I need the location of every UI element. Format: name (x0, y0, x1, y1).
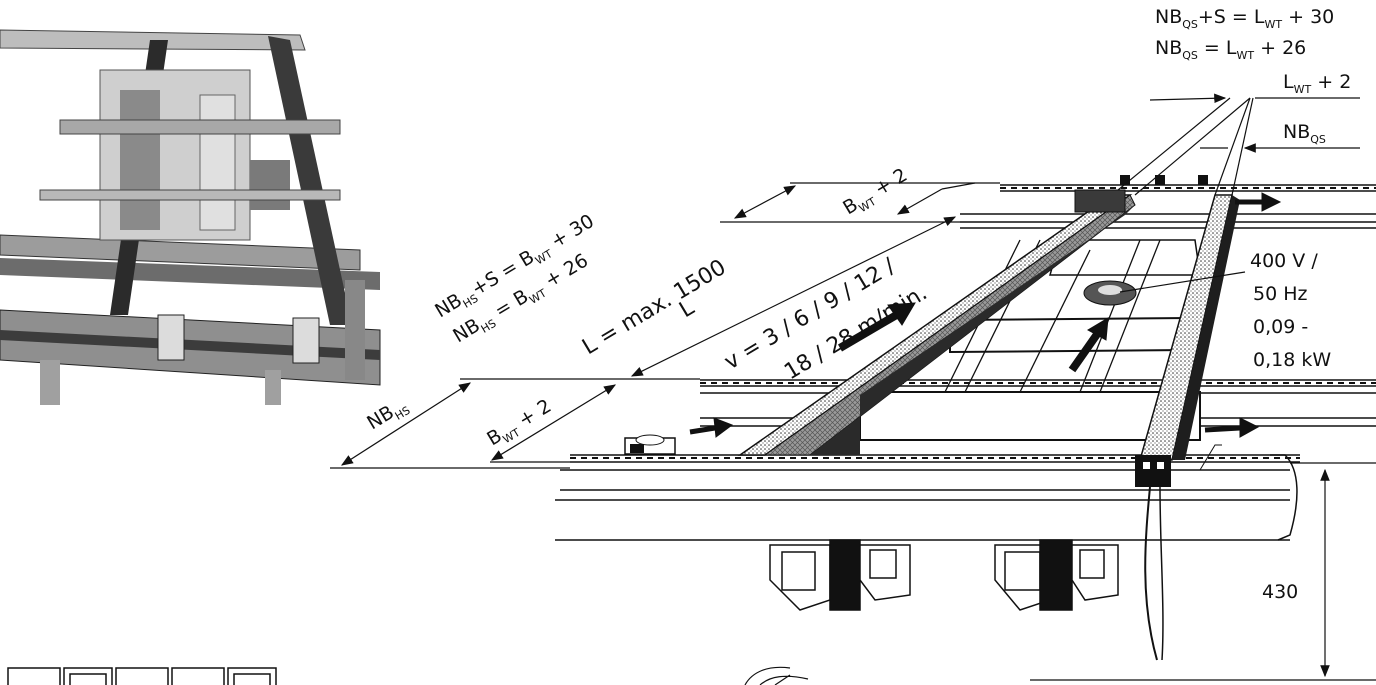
motor-power-max: 0,18 kW (1253, 349, 1331, 371)
length-l: L (675, 295, 699, 323)
length-max: L = max. 1500 (578, 255, 730, 360)
bottom-cable-fragment (744, 666, 809, 685)
label-bwt-plus-2-bottom: BWT + 2 (483, 395, 557, 453)
motor-voltage: 400 V / (1250, 250, 1318, 272)
bottom-left-frames (7, 667, 277, 685)
label-lwt-plus-2: LWT + 2 (1283, 71, 1351, 96)
dimension-lines (330, 93, 1376, 681)
label-nbqs: NBQS (1283, 121, 1326, 146)
motor-power-min: 0,09 - (1253, 316, 1308, 338)
motor-frequency: 50 Hz (1253, 283, 1308, 305)
height-430: 430 (1262, 581, 1298, 603)
photo-conveyor (0, 0, 381, 410)
formula-nbqs-sum: NBQS+S = LWT + 30 (1155, 6, 1334, 31)
formula-nbqs-eq: NBQS = LWT + 26 (1155, 37, 1306, 62)
conveyor-schematic (555, 175, 1376, 661)
label-bwt-plus-2-top: BWT + 2 (839, 164, 913, 222)
